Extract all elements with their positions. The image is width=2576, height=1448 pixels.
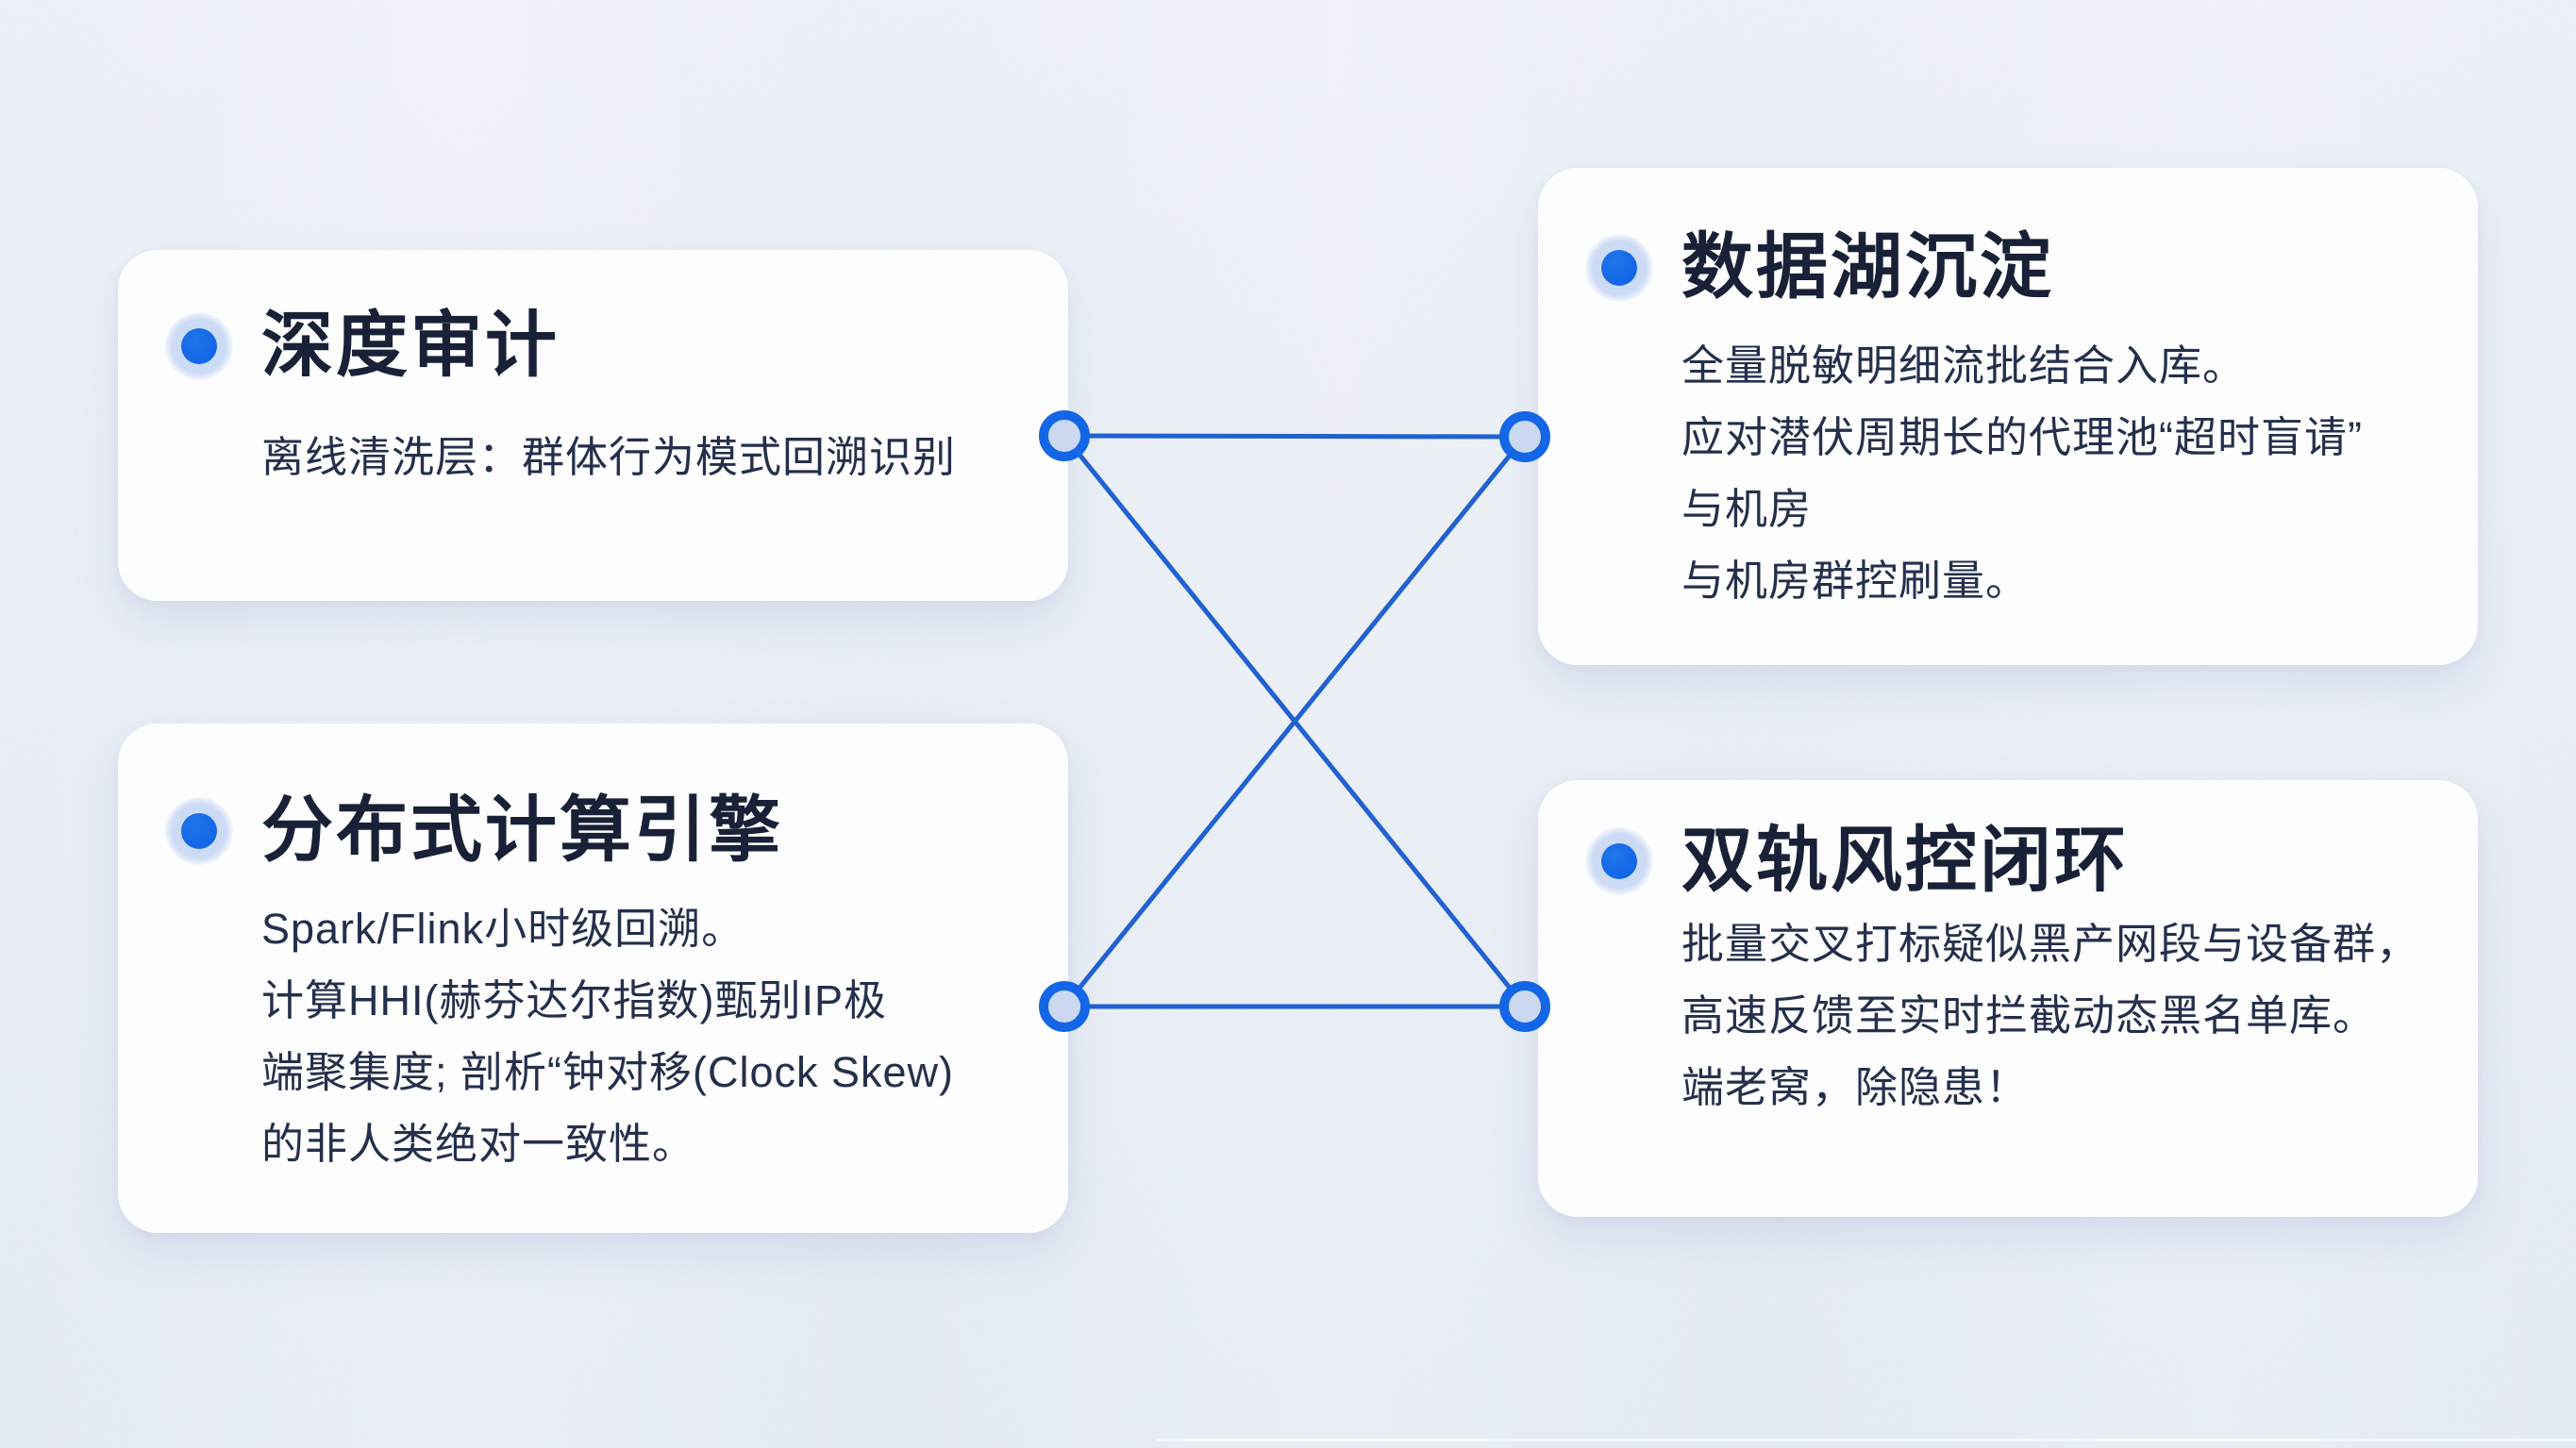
body-line: 离线清洗层：群体行为模式回溯识别 <box>261 433 957 481</box>
body-line: 端聚集度; 剖析“钟对移(Clock Skew) <box>261 1048 955 1096</box>
background-divider <box>1156 1439 2576 1441</box>
card-title: 深度审计 <box>261 306 560 386</box>
body-line: 与机房群控刷量。 <box>1681 557 2030 605</box>
card-title: 分布式计算引擎 <box>261 791 783 871</box>
bullet-dot-icon <box>181 813 217 849</box>
bullet-dot-icon <box>1601 250 1637 286</box>
body-line: 端老窝，除隐患！ <box>1681 1063 2030 1111</box>
card-header: 深度审计 <box>165 310 1027 382</box>
card-title: 双轨风控闭环 <box>1681 821 2129 901</box>
body-line: 与机房 <box>1681 485 1813 533</box>
card-body: 全量脱敏明细流批结合入库。 应对潜伏周期长的代理池“超时盲请” 与机房 与机房群… <box>1681 330 2436 617</box>
body-line: Spark/Flink小时级回溯。 <box>261 905 745 953</box>
card-dual-track: 双轨风控闭环 批量交叉打标疑似黑产网段与设备群， 高速反馈至实时拦截动态黑名单库… <box>1538 780 2478 1217</box>
card-title: 数据湖沉淀 <box>1681 227 2054 308</box>
card-bullet-icon <box>165 312 233 380</box>
card-data-lake: 数据湖沉淀 全量脱敏明细流批结合入库。 应对潜伏周期长的代理池“超时盲请” 与机… <box>1538 168 2478 665</box>
card-distributed-engine: 分布式计算引擎 Spark/Flink小时级回溯。 计算HHI(赫芬达尔指数)甄… <box>118 724 1068 1233</box>
card-bullet-icon <box>165 797 233 865</box>
card-bullet-icon <box>1585 827 1653 895</box>
card-bullet-icon <box>1585 234 1653 302</box>
card-header: 双轨风控闭环 <box>1585 825 2436 897</box>
card-deep-audit: 深度审计 离线清洗层：群体行为模式回溯识别 <box>118 250 1068 601</box>
card-body: 批量交叉打标疑似黑产网段与设备群， 高速反馈至实时拦截动态黑名单库。 端老窝，除… <box>1681 908 2436 1123</box>
body-line: 的非人类绝对一致性。 <box>261 1120 696 1168</box>
body-line: 批量交叉打标疑似黑产网段与设备群， <box>1681 920 2420 968</box>
card-body: Spark/Flink小时级回溯。 计算HHI(赫芬达尔指数)甄别IP极 端聚集… <box>261 893 1027 1180</box>
card-body: 离线清洗层：群体行为模式回溯识别 <box>261 422 1027 493</box>
body-line: 应对潜伏周期长的代理池“超时盲请” <box>1681 413 2363 461</box>
bullet-dot-icon <box>181 328 217 364</box>
edge-diagonal-tl-br <box>1062 433 1528 1009</box>
edge-diagonal-tr-bl <box>1062 434 1528 1009</box>
edge-top <box>1062 433 1528 440</box>
card-header: 数据湖沉淀 <box>1585 232 2436 304</box>
body-line: 高速反馈至实时拦截动态黑名单库。 <box>1681 991 2377 1040</box>
body-line: 计算HHI(赫芬达尔指数)甄别IP极 <box>261 976 887 1024</box>
card-header: 分布式计算引擎 <box>165 795 1027 867</box>
bullet-dot-icon <box>1601 843 1637 879</box>
body-line: 全量脱敏明细流批结合入库。 <box>1681 341 2247 390</box>
